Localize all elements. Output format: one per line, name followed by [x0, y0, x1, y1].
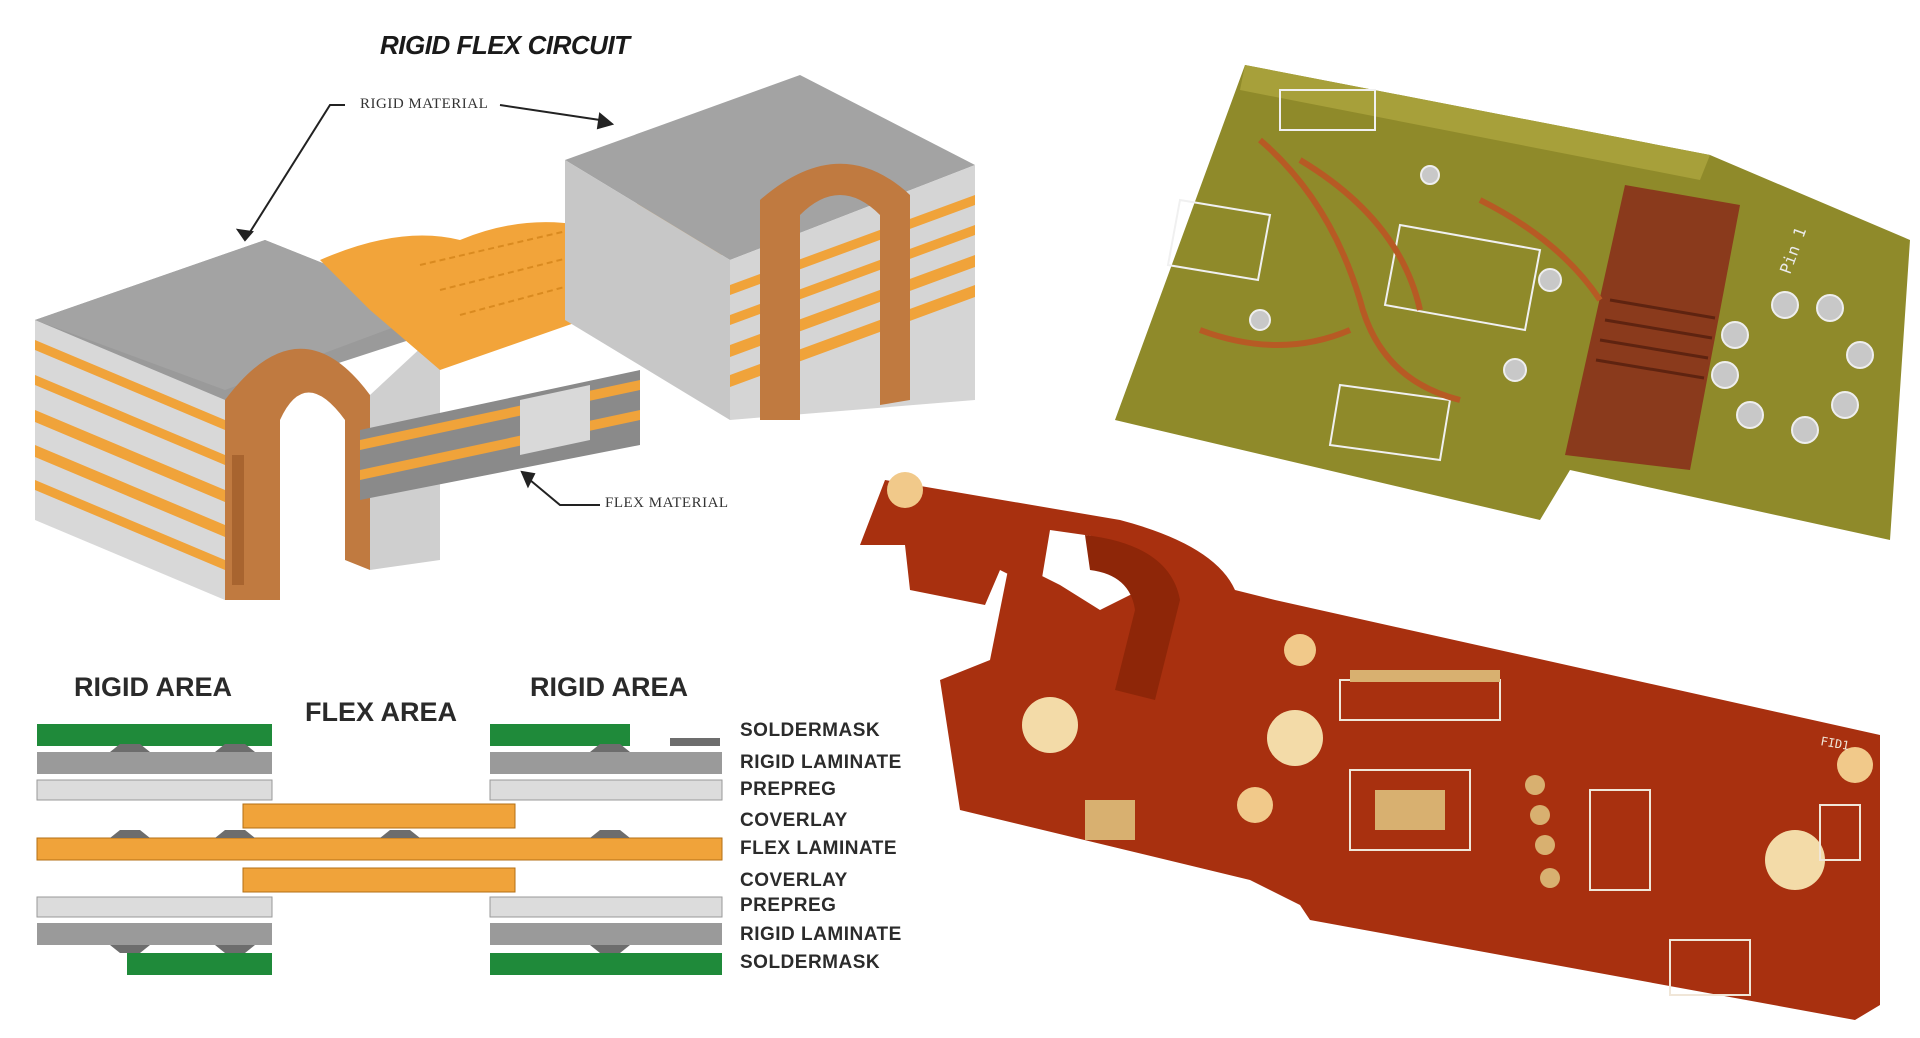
layer-label-8: RIGID LAMINATE — [740, 924, 902, 945]
rigid-laminate-top-left — [37, 752, 272, 774]
soldermask-bottom-right — [490, 953, 722, 975]
rigid-material-callout: RIGID MATERIAL — [360, 96, 489, 112]
layer-label-7: PREPREG — [740, 895, 837, 916]
layer-label-5: FLEX LAMINATE — [740, 838, 898, 859]
coverlay-bottom — [242, 867, 516, 893]
rigid-area-left-label: RIGID AREA — [74, 672, 233, 702]
prepreg-top-left — [36, 779, 273, 801]
fid1-silkscreen: FID1 — [1819, 734, 1850, 753]
soldermask-top-right — [490, 724, 630, 746]
flex-tail — [1085, 535, 1180, 700]
right-rigid-block — [565, 75, 975, 420]
layer-label-9: SOLDERMASK — [740, 952, 881, 973]
rigid-laminate-top-right — [490, 752, 722, 774]
prepreg-top-right — [489, 779, 723, 801]
layer-label-3: PREPREG — [740, 779, 837, 800]
callout-arrows — [235, 104, 615, 506]
prepreg-bottom-right — [489, 896, 723, 918]
coverlay-top — [242, 803, 516, 829]
rigid-laminate-bottom-right — [490, 923, 722, 945]
soldermask-bottom-left — [127, 953, 272, 975]
layer-label-2: RIGID LAMINATE — [740, 752, 902, 773]
rigid-area-right-label: RIGID AREA — [530, 672, 689, 702]
flex-area-label: FLEX AREA — [305, 697, 458, 727]
layer-label-4: COVERLAY — [740, 810, 848, 831]
diagram-title: RIGID FLEX CIRCUIT — [380, 30, 630, 60]
rigid-laminate-bottom-left — [37, 923, 272, 945]
layer-label-6: COVERLAY — [740, 870, 848, 891]
soldermask-top-left — [37, 724, 272, 746]
red-board-photo: FID1 — [860, 472, 1880, 1020]
flex-laminate — [36, 837, 723, 861]
flex-material-callout: FLEX MATERIAL — [605, 495, 729, 511]
green-board-photo: Pin 1 — [1115, 65, 1910, 540]
prepreg-bottom-left — [36, 896, 273, 918]
layer-label-1: SOLDERMASK — [740, 720, 881, 741]
